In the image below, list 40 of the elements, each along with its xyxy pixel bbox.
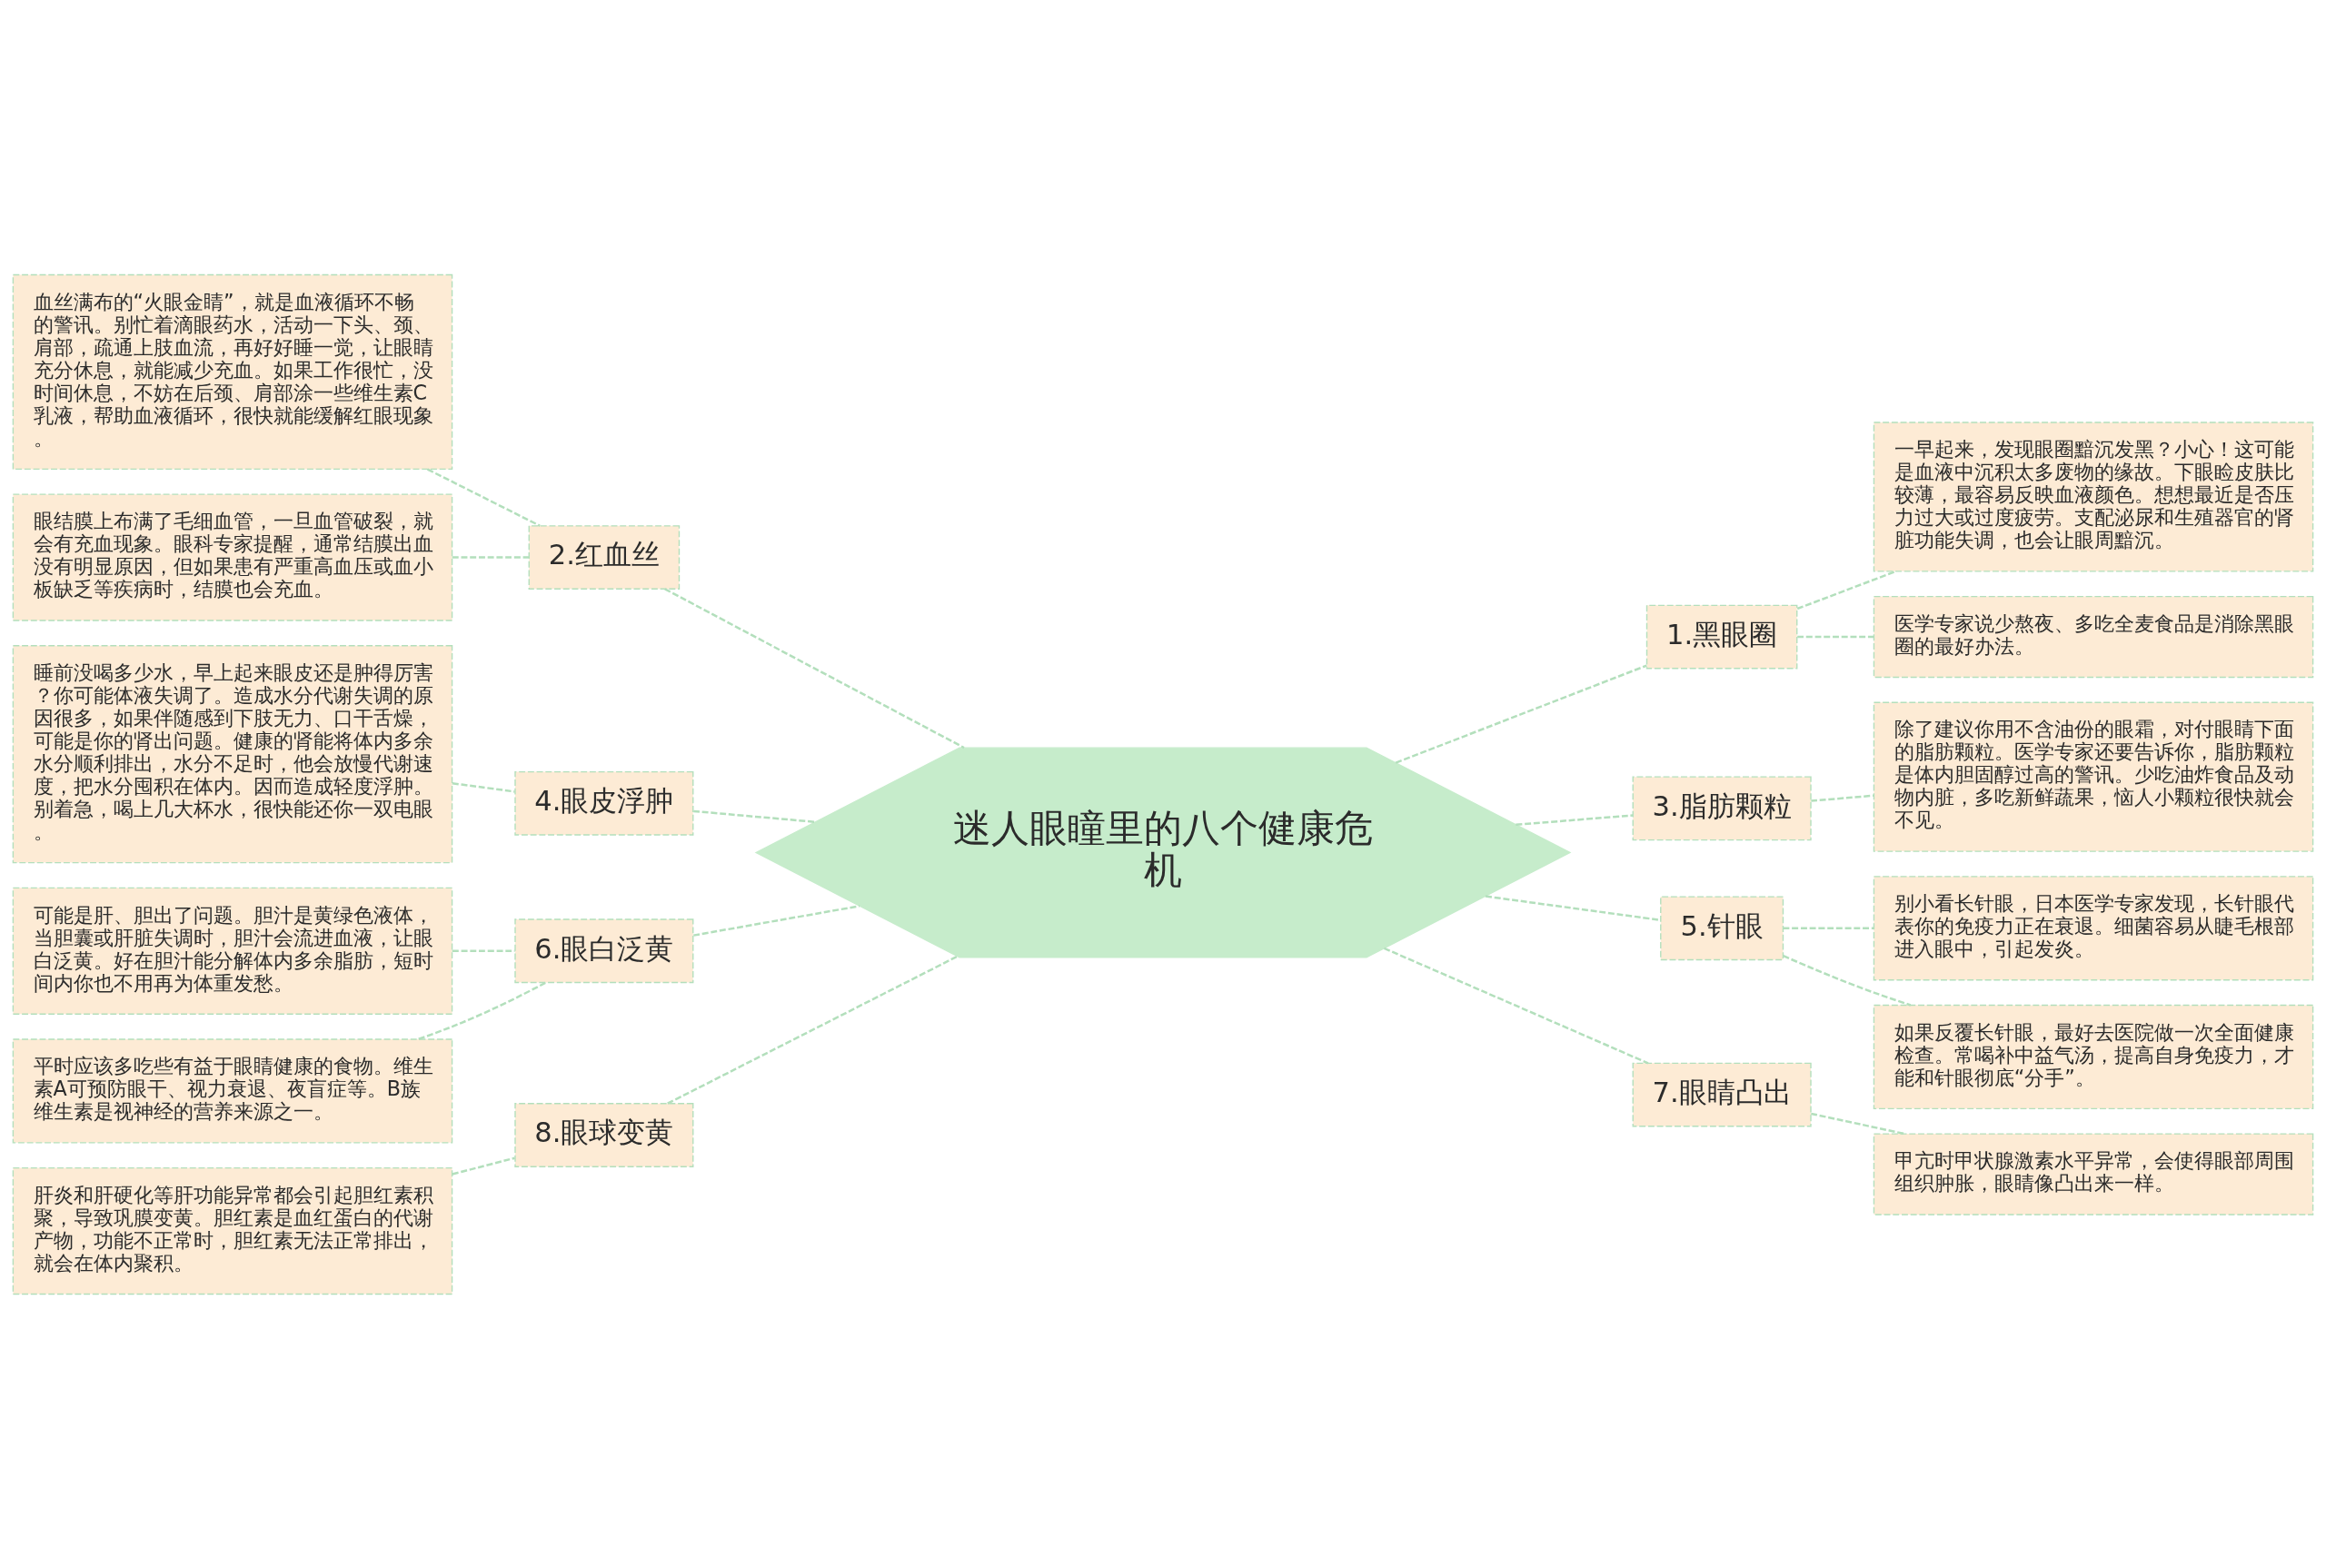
node-box: 可能是肝、胆出了问题。胆汁是黄绿色液体，当胆囊或肝脏失调时，胆汁会流进血液，让眼白泛黄。好在胆汁能分解体内多余脂肪，短时间内你也不用再为体重发愁。 <box>12 887 453 1015</box>
connector <box>1516 813 1634 826</box>
connector <box>418 980 547 1040</box>
node-box: 5.针眼 <box>1660 895 1784 960</box>
connector <box>1485 894 1661 921</box>
connector <box>1811 793 1874 802</box>
connector <box>452 555 529 559</box>
node-box: 2.红血丝 <box>528 524 681 590</box>
node-box: 肝炎和肝硬化等肝功能异常都会引起胆红素积聚，导致巩膜变黄。胆红素是血红蛋白的代谢产物，功能不正常时，胆红素无法正常排出，就会在体内聚积。 <box>12 1166 453 1295</box>
node-box: 眼结膜上布满了毛细血管，一旦血管破裂，就会有充血现象。眼科专家提醒，通常结膜出血没有明显原因，但如果患有严重高血压或血小板缺乏等疾病时，结膜也会充血。 <box>12 492 453 621</box>
node-box: 平时应该多吃些有益于眼睛健康的食物。维生素A可预防眼干、视力衰退、夜盲症等。B族维生素是视神经的营养来源之一。 <box>12 1037 453 1144</box>
node-box: 4.眼皮浮肿 <box>514 770 694 836</box>
connector <box>452 1156 515 1176</box>
connector <box>1783 927 1874 929</box>
connector <box>452 781 515 793</box>
node-box: 1.黑眼圈 <box>1645 604 1798 669</box>
node-box: 一早起来，发现眼圈黯沉发黑？小心！这可能是血液中沉积太多废物的缘故。下眼睑皮肤比较薄，最容易反映血液颜色。想想最近是否压力过大或过度疲劳。支配泌尿和生殖器官的肾脏功能失调，也会让眼周黯沉。 <box>1873 421 2314 572</box>
connector <box>1383 947 1649 1064</box>
node-box: 医学专家说少熬夜、多吃全麦食品是消除黑眼圈的最好办法。 <box>1873 595 2314 678</box>
connector <box>1796 570 1896 610</box>
node-box: 6.眼白泛黄 <box>514 918 694 983</box>
connector <box>426 468 541 527</box>
connector <box>452 949 515 952</box>
connector <box>693 809 816 823</box>
connector <box>664 587 965 749</box>
connector <box>1783 954 1912 1007</box>
node-box: 8.眼球变黄 <box>514 1102 694 1167</box>
connector <box>1395 663 1647 764</box>
connector <box>1797 635 1874 638</box>
node-box: 3.脂肪颗粒 <box>1632 775 1812 840</box>
node-box: 如果反覆长针眼，最好去医院做一次全面健康检查。常喝补中益气汤，提高自身免疫力，才能和针眼彻底“分手”。 <box>1873 1004 2314 1109</box>
node-box: 7.眼睛凸出 <box>1632 1062 1812 1126</box>
node-box: 血丝满布的“火眼金睛”，就是血液循环不畅的警讯。别忙着滴眼药水，活动一下头、颈、肩部，疏通上肢血流，再好好睡一觉，让眼睛充分休息，就能减少充血。如果工作很忙，没时间休息，不妨在后颈、肩部涂一些维生素C乳液，帮助血液循环，很快就能缓解红眼现象。 <box>12 273 453 470</box>
node-box: 别小看长针眼，日本医学专家发现，长针眼代表你的免疫力正在衰退。细菌容易从睫毛根部进入眼中，引起发炎。 <box>1873 875 2314 980</box>
node-box: 睡前没喝多少水，早上起来眼皮还是肿得厉害？你可能体液失调了。造成水分代谢失调的原因很多，如果伴随感到下肢无力、口干舌燥，可能是你的肾出问题。健康的肾能将体内多余水分顺利排出，水分不足时，他会放慢代谢速度，把水分囤积在体内。因而造成轻度浮肿。别着急，喝上几大杯水，很快能还你一双电眼。 <box>12 644 453 863</box>
connector <box>667 955 959 1105</box>
connector <box>1811 1112 1905 1135</box>
connector <box>693 904 860 937</box>
node-box: 甲亢时甲状腺激素水平异常，会使得眼部周围组织肿胀，眼睛像凸出来一样。 <box>1873 1132 2314 1216</box>
node-box: 除了建议你用不含油份的眼霜，对付眼睛下面的脂肪颗粒。医学专家还要告诉你，脂肪颗粒是体内胆固醇过高的警讯。少吃油炸食品及动物内脏，多吃新鲜蔬果，恼人小颗粒很快就会不见。 <box>1873 701 2314 852</box>
